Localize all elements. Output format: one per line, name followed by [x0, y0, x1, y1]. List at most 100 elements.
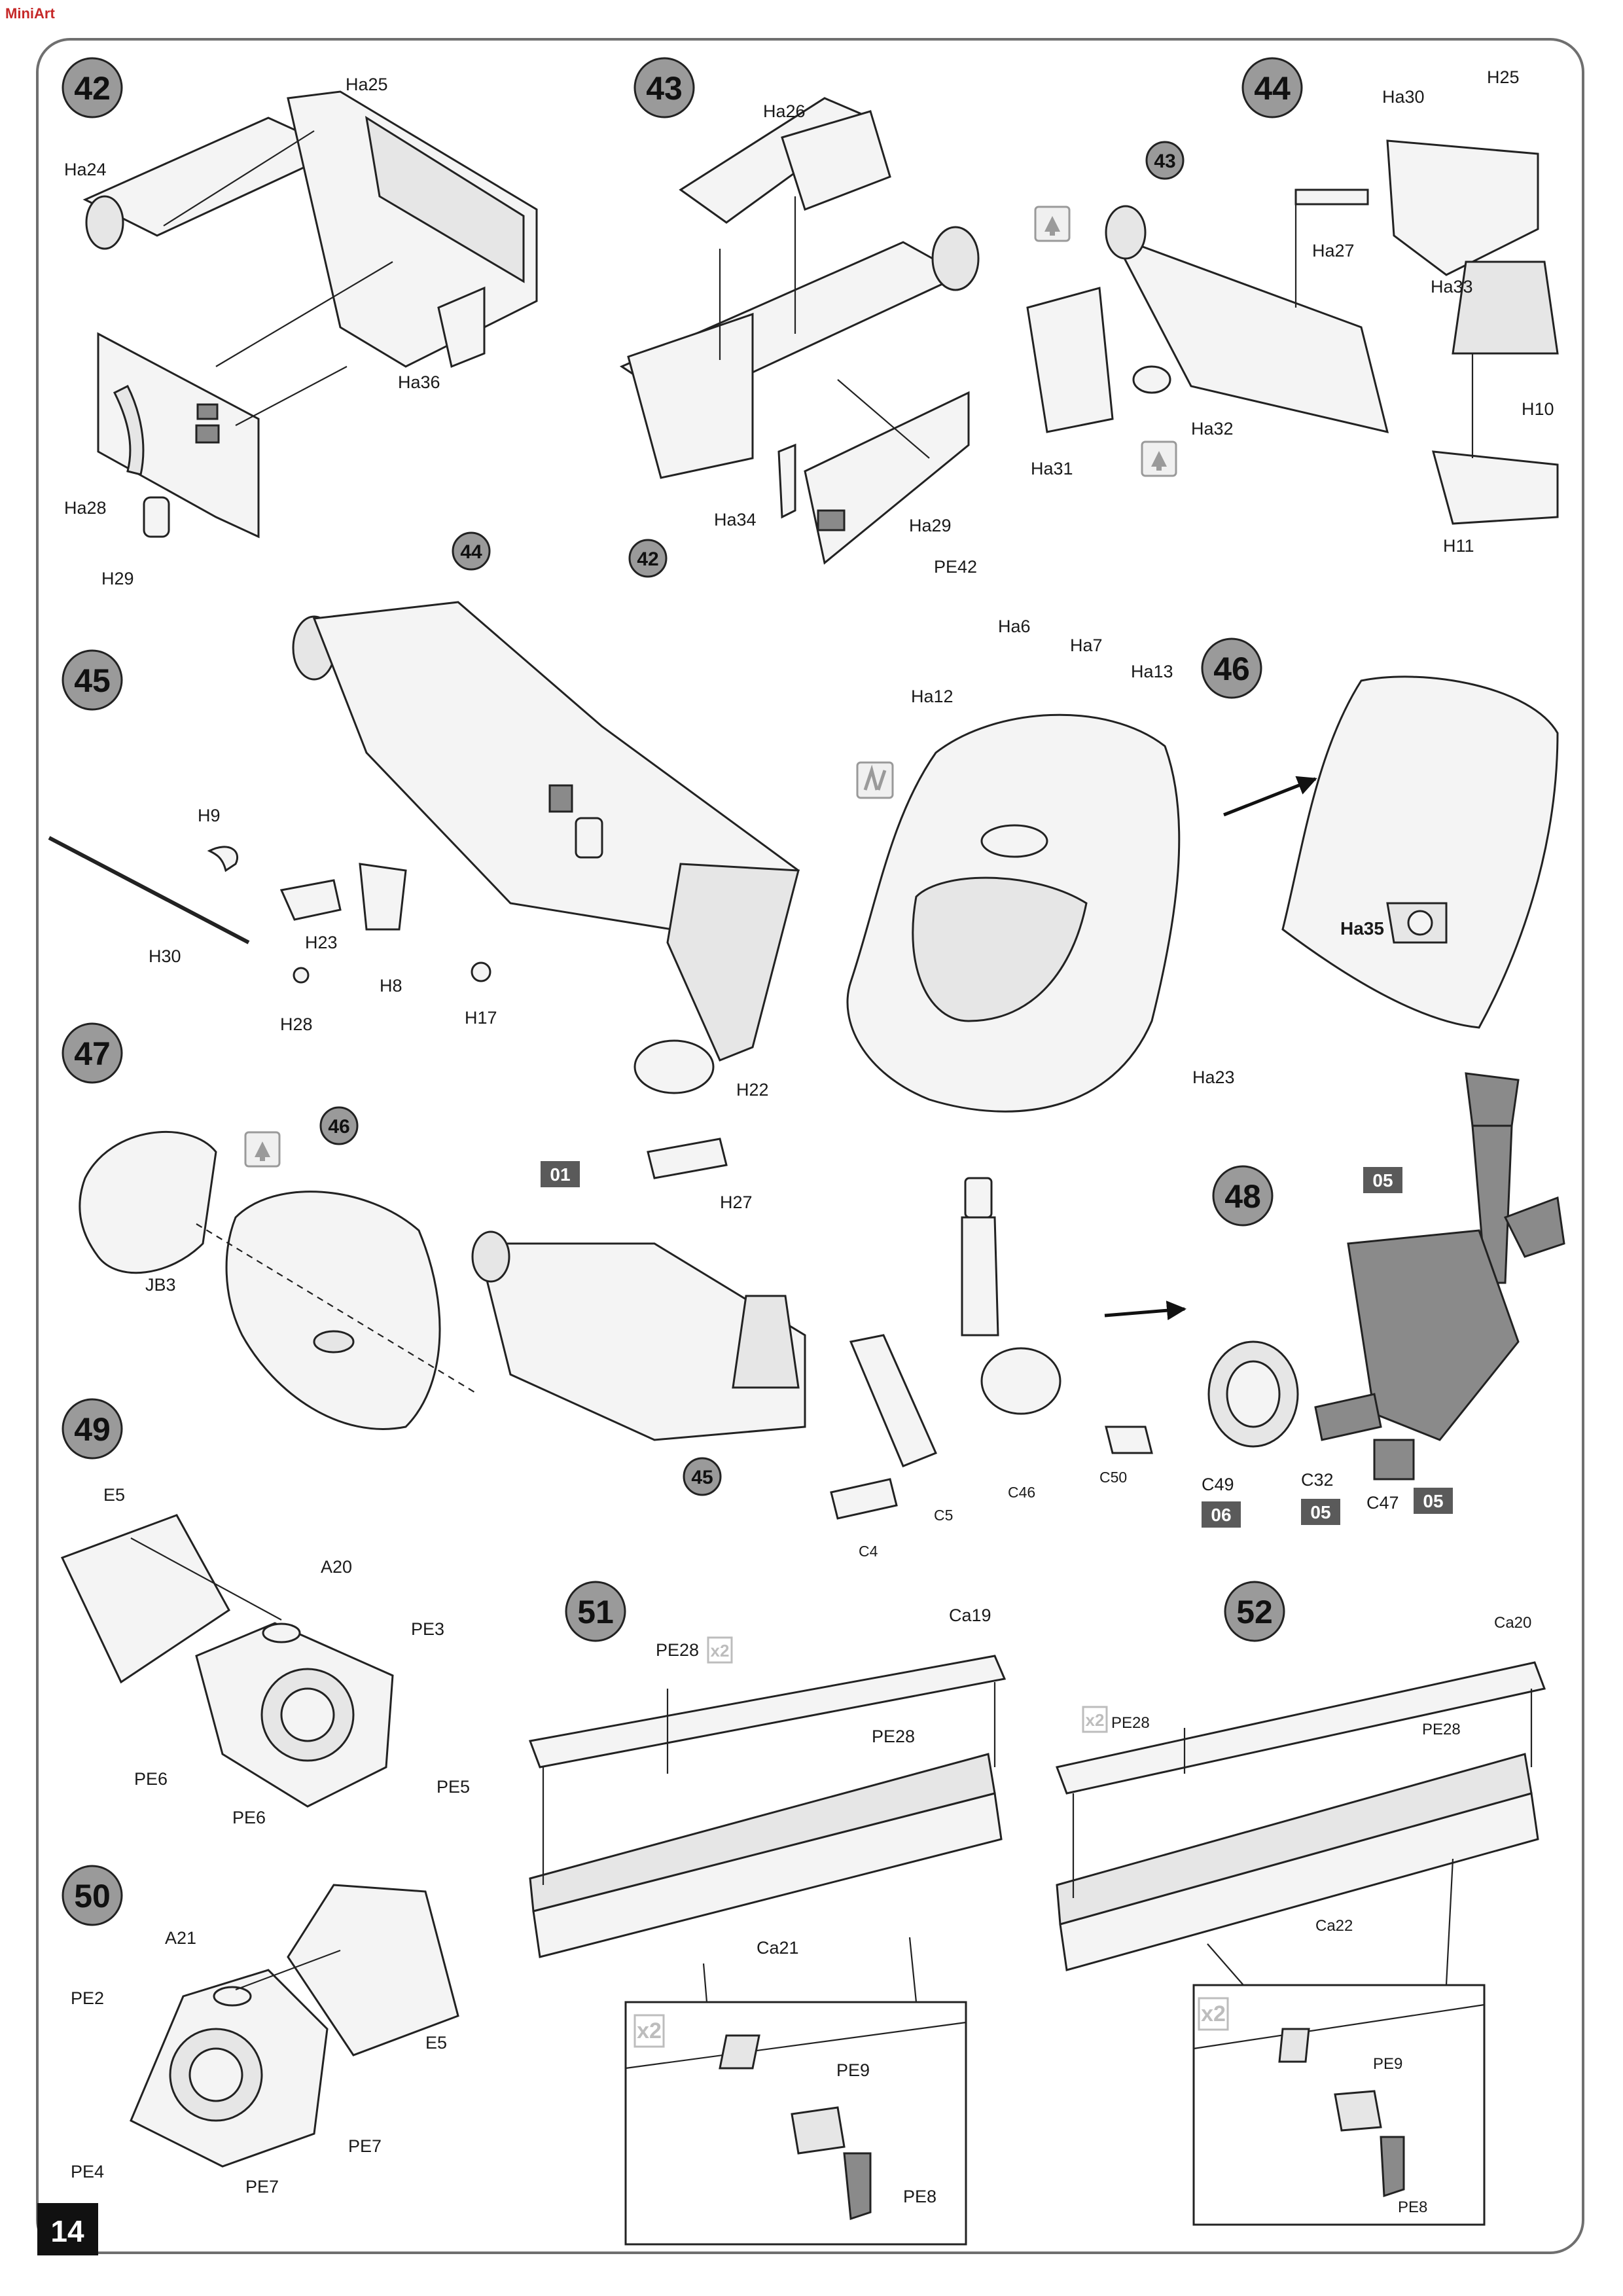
step-number: 52: [1236, 1594, 1273, 1630]
label-pe6b: PE6: [232, 1808, 266, 1827]
paint-tag: [1301, 1499, 1340, 1525]
label-ha28: Ha28: [64, 498, 107, 518]
reference-number: 44: [460, 541, 482, 563]
label-h8: H8: [380, 976, 402, 996]
step-44: 44 43 Ha30 H25 Ha27 Ha33 Ha32 Ha31 H10 H…: [1026, 57, 1559, 556]
page-number: 14: [50, 2214, 84, 2248]
label-pe9: PE9: [836, 2060, 870, 2080]
step-number-badge: [1201, 637, 1262, 699]
label-ha7: Ha7: [1070, 636, 1103, 655]
step-number: 46: [1213, 651, 1250, 687]
label-ha32: Ha32: [1191, 419, 1234, 439]
arrow-icon: [1223, 776, 1317, 817]
label-pe2: PE2: [71, 1988, 104, 2008]
label-h9: H9: [198, 806, 221, 825]
step-45: 45 44 H9 H30 H23 H8 H28 H17 H22 H27: [48, 531, 800, 1212]
paint-tag-text: 01: [550, 1164, 570, 1185]
step-number: 51: [577, 1594, 614, 1630]
label-ha34: Ha34: [714, 510, 757, 529]
step-47: 47 46 45 01 JB3: [62, 1022, 806, 1496]
armor-plate-rear-view-diagram: [1281, 675, 1559, 1029]
label-c32: C32: [1301, 1470, 1334, 1490]
label-pe28a: PE28: [1111, 1714, 1150, 1732]
label-ha29: Ha29: [909, 516, 952, 535]
label-pe8: PE8: [903, 2187, 936, 2206]
quantity-text: x2: [637, 2018, 662, 2043]
label-h27: H27: [720, 1193, 753, 1212]
reference-badge: [628, 539, 668, 578]
receiver-assembly-diagram: [619, 97, 980, 565]
step-number: 44: [1254, 70, 1291, 107]
mg-mount-right-diagram: [1207, 1072, 1565, 1480]
label-jb3: JB3: [145, 1275, 176, 1295]
reference-badge: [452, 531, 491, 571]
step-number: 48: [1224, 1178, 1261, 1215]
label-pe28a: PE28: [656, 1640, 699, 1660]
mantlet-assembly-diagram: [79, 1130, 806, 1441]
feed-cover-assembly-diagram: [1026, 139, 1559, 525]
paint-tag: [1414, 1488, 1453, 1514]
reference-number: 43: [1154, 151, 1175, 172]
label-h17: H17: [465, 1008, 497, 1028]
paint-tag-text: 05: [1372, 1170, 1393, 1191]
label-h10: H10: [1522, 399, 1554, 419]
label-pe5: PE5: [437, 1777, 470, 1797]
label-pe42: PE42: [934, 557, 977, 577]
quantity-text: x2: [1201, 2001, 1226, 2026]
quantity-badge: [1082, 1706, 1108, 1733]
step-number: 50: [74, 1878, 111, 1914]
label-h25: H25: [1487, 67, 1520, 87]
paint-tag: [1363, 1167, 1402, 1193]
reference-badge: [683, 1457, 722, 1496]
label-c47: C47: [1366, 1493, 1399, 1513]
reference-badge: [319, 1106, 359, 1145]
paint-tag: [541, 1161, 580, 1187]
label-pe28b: PE28: [1422, 1721, 1461, 1738]
label-c50: C50: [1099, 1469, 1127, 1486]
receiver-with-feed-tray-diagram: [292, 601, 800, 1062]
reference-number: 45: [691, 1467, 713, 1488]
label-e5: E5: [425, 2033, 447, 2053]
label-ha24: Ha24: [64, 160, 107, 179]
paint-tag-text: 06: [1211, 1505, 1231, 1525]
glue-icon: [1034, 206, 1071, 242]
quantity-badge: [1198, 1997, 1229, 2031]
label-ha12: Ha12: [911, 687, 954, 706]
label-c49: C49: [1202, 1475, 1234, 1494]
arrow-icon: [1104, 1300, 1186, 1321]
reference-badge: [1145, 141, 1185, 180]
label-ha35: Ha35: [1340, 918, 1384, 939]
label-h30: H30: [149, 946, 181, 966]
label-c4: C4: [859, 1543, 878, 1560]
quantity-badge: [633, 2014, 665, 2048]
label-pe3: PE3: [411, 1619, 444, 1639]
label-ca19: Ca19: [949, 1605, 991, 1625]
step-number-badge: [62, 1022, 123, 1084]
label-ha36: Ha36: [398, 372, 440, 392]
step-number-badge: [62, 1865, 123, 1926]
label-ha30: Ha30: [1382, 87, 1425, 107]
label-pe6a: PE6: [134, 1769, 168, 1789]
step-number-badge: [1212, 1165, 1274, 1227]
label-ha23: Ha23: [1192, 1067, 1235, 1087]
step-49: 49 E5 A20 PE3 PE6 PE5 PE6: [60, 1398, 470, 1827]
page-frame: [36, 38, 1584, 2254]
label-pe4: PE4: [71, 2162, 104, 2181]
periscope-guard-diagram: [130, 1884, 459, 2168]
label-a20: A20: [321, 1557, 352, 1577]
step-number-badge: [633, 57, 695, 118]
label-ca22: Ca22: [1315, 1917, 1353, 1935]
receiver-housing-diagram: [82, 90, 538, 539]
paint-tag-text: 05: [1423, 1491, 1443, 1511]
brand-logo-text: MiniArt: [5, 5, 55, 22]
label-h28: H28: [280, 1014, 313, 1034]
label-ha27: Ha27: [1312, 241, 1355, 260]
label-h29: H29: [101, 569, 134, 588]
front-armor-plate-diagram: [846, 713, 1181, 1113]
stowage-box-diagram: [1055, 1661, 1546, 1971]
label-e5: E5: [103, 1485, 125, 1505]
label-pe7a: PE7: [348, 2136, 382, 2156]
paint-tag-text: 05: [1310, 1502, 1330, 1522]
label-ha6: Ha6: [998, 617, 1031, 636]
